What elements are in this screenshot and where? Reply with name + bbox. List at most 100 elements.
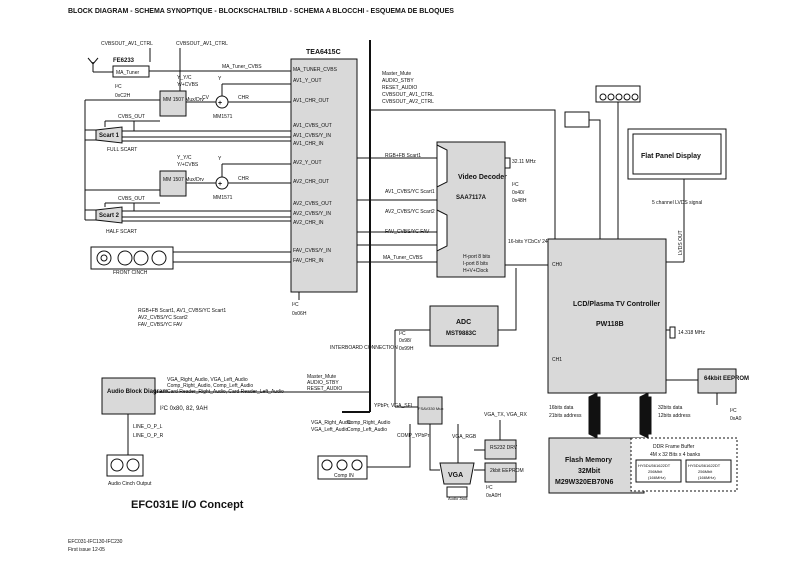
flash-block (548, 437, 645, 494)
mux2-yyc: Y_Y/C (177, 155, 192, 161)
ddr-spec2: 256Mbit (698, 469, 713, 474)
ddr-speed2: (166MHz) (698, 475, 716, 480)
ctrl-ch0: CH0 (552, 262, 562, 268)
audio-signal: Comp_Right_Audio, Comp_Left_Audio (167, 383, 253, 389)
adc-block (429, 305, 499, 347)
vd-port: I-port 8 bits (463, 261, 489, 267)
legend-line: RGB+FB Scart1, AV1_CVBS/YC Scart1 (138, 308, 226, 314)
flash-chip: M29W320EB70N6 (555, 479, 613, 486)
audio-signal: Card Reader_Right_Audio, Card Reader_Lef… (167, 389, 284, 395)
adc-name: ADC (456, 319, 471, 326)
fe-name: FE6233 (113, 58, 135, 64)
mux1-block (159, 90, 187, 117)
comp-in-label: Comp IN (334, 473, 354, 479)
cvbsout-ctrl-2: CVBSOUT_AV1_CTRL (176, 41, 228, 47)
ctrl-signal: CVBSOUT_AV2_CTRL (382, 99, 434, 105)
vga-rgb: VGA_RGB (452, 434, 477, 440)
mux-bottom (436, 209, 448, 252)
comp-ypbpr: COMP_YPbPr (397, 433, 430, 439)
ddr-bus2: 12bits address (658, 413, 691, 419)
ctrl-chip: PW118B (596, 321, 624, 328)
tea-name: TEA6415C (306, 49, 341, 56)
adder2-label: MM1571 (213, 195, 233, 201)
sig-ma-tuner: MA_Tuner_CVBS (383, 255, 423, 261)
scart1-name: Scart 1 (99, 133, 120, 139)
y2: Y (218, 156, 222, 162)
cvbs-out-label-2: CVBS_OUT (118, 196, 145, 202)
flash-size: 32Mbit (578, 468, 601, 475)
adc-addr2: 0x99H (399, 346, 414, 352)
fe-i2c: I²C (115, 84, 122, 90)
front-cinch-label: FRONT CINCH (113, 270, 148, 276)
vd-addr2: 0x48H (512, 198, 527, 204)
ddr-spec1: 256Mbit (648, 469, 663, 474)
vd-xtal: 32.11 MHz (512, 159, 536, 165)
tea-pin: AV2_CHR_OUT (293, 179, 329, 185)
vga-audio: VGA_Left_Audio (311, 427, 348, 433)
vd-addr1: 0x40/ (512, 190, 525, 196)
control-signal-list: Master_MuteAUDIO_STBYRESET_AUDIOCVBSOUT_… (382, 71, 434, 105)
sig-av1: AV1_CVBS/YC Scart1 (385, 189, 435, 195)
vga-block (439, 462, 475, 485)
ctrl-signal: CVBSOUT_AV1_CTRL (382, 92, 434, 98)
eeprom2k-block (484, 462, 517, 483)
audio-out1: LINE_O_P_L (133, 424, 163, 430)
tea-pin: FAV_CHR_IN (293, 258, 324, 264)
mux1-yyc: Y_Y/C (177, 75, 192, 81)
tea-addr: 0x06H (292, 311, 307, 317)
eeprom2k-name: 2kbit EEPROM (490, 468, 524, 474)
audio-block (101, 377, 156, 415)
vga-i2c: I²C (486, 485, 493, 491)
rs232-name: RS232 DRV (490, 445, 518, 451)
tea-block (290, 58, 358, 293)
cv1: CV (202, 95, 210, 101)
scart2-block (95, 206, 123, 224)
ddr-config: 4M x 32 Bits x 4 banks (650, 452, 701, 458)
eeprom64-name: 64kbit EEPROM (704, 376, 749, 382)
mux2-ycvbs: Y/+CVBS (177, 162, 199, 168)
tea-pin-labels: MA_TUNER_CVBS AV1_Y_OUT AV1_CHR_OUT AV1_CVB… (293, 67, 338, 264)
audio-ctrl: RESET_AUDIO (307, 386, 342, 392)
lvds-signal: 5 channel LVDS signal (652, 200, 702, 206)
scart1-sub: FULL SCART (107, 147, 137, 153)
tea-pin: AV1_CVBS_OUT (293, 123, 332, 129)
tea-pin: AV1_Y_OUT (293, 78, 322, 84)
signal-legend: RGB+FB Scart1, AV1_CVBS/YC Scart1AV2_CVB… (138, 308, 226, 328)
tea-pin: AV1_CHR_OUT (293, 98, 329, 104)
tea-pin: AV2_Y_OUT (293, 160, 322, 166)
footer-issue: First issue 12-05 (68, 547, 105, 553)
audio-name: Audio Block Diagram (107, 389, 168, 395)
interboard-label: INTERBOARD CONNECTION (330, 345, 398, 351)
footer-code: EFC031-IFC130-IFC230 (68, 539, 123, 545)
audio-ctrl: AUDIO_STBY (307, 380, 339, 386)
adder1-label: MM1571 (213, 114, 233, 120)
tea-pin: MA_TUNER_CVBS (293, 67, 338, 73)
legend-line: AV2_CVBS/YC Scart2 (138, 315, 188, 321)
audio-addr: I²C 0x80, 82, 9AH (160, 406, 208, 412)
svg-text:+: + (218, 100, 222, 107)
ma-tuner-cvbs-label: MA_Tuner_CVBS (222, 64, 262, 70)
mux2-label: MM 1507 Mux/Drv (163, 177, 204, 183)
comp-audio: Comp_Right_Audio (347, 420, 391, 426)
adc-chip: MST9883C (446, 331, 477, 337)
ctrl-name: LCD/Plasma TV Controller (573, 301, 660, 308)
cvbs-out-label-1: CVBS_OUT (118, 114, 145, 120)
connector-dots (599, 93, 639, 101)
comp-audio: Comp_Left_Audio (347, 427, 387, 433)
chr2: CHR (238, 176, 249, 182)
eeprom64-i2c: I²C (730, 408, 737, 414)
ypbpr-label: YPbPr, VGA_SEL (374, 403, 414, 409)
vga-jack: Audio Jack (448, 496, 468, 501)
tea-pin: AV1_CVBS/Y_IN (293, 133, 331, 139)
sig-fav: FAV_CVBS/YC FAV (385, 229, 430, 235)
xtal-2 (669, 326, 676, 339)
sig-rgbfb: RGB+FB Scart1 (385, 153, 421, 159)
ctrl-ch1: CH1 (552, 357, 562, 363)
legend-line: FAV_CVBS/YC FAV (138, 322, 183, 328)
adc-i2c: I²C (399, 331, 406, 337)
vd-port: H+V+Clock (463, 268, 489, 274)
vd-name: Video Decoder (458, 174, 507, 181)
